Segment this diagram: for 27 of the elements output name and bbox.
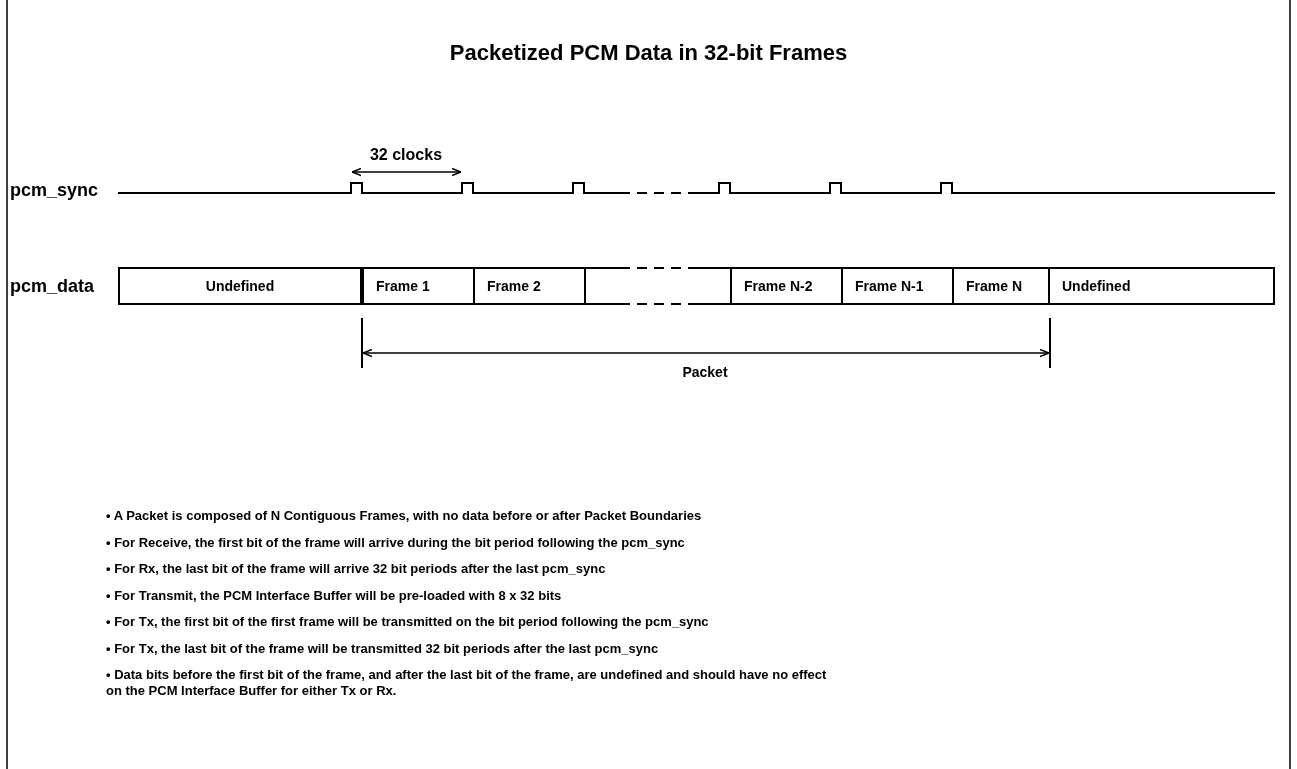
signal-name: pcm_sync xyxy=(10,180,99,201)
segment-label: Frame 1 xyxy=(376,278,430,294)
segment-label: Undefined xyxy=(205,278,275,294)
note-text: • For Tx, the first bit of the first frame will be transmitted on the bit period following the pcm_sync xyxy=(106,614,710,630)
note-text: • For Tx, the last bit of the frame will be transmitted 32 bit periods after the last pcm_sync xyxy=(106,640,660,657)
frame-segment xyxy=(952,267,1050,305)
note-text: • For Receive, the first bit of the frame will arrive during the bit period following the pcm_sync xyxy=(106,534,686,551)
note-text: • Data bits before the first bit of the frame, and after the last bit of the frame, are undefined and should have no effect on the PCM Interface Buffer for either Tx or Rx. xyxy=(106,667,828,699)
dimension-label: Packet xyxy=(681,364,729,380)
segment-label: Frame N-1 xyxy=(855,278,924,294)
diagram-title: Packetized PCM Data in 32-bit Frames xyxy=(448,40,849,66)
frame-segment xyxy=(730,267,843,305)
frame-segment xyxy=(473,267,586,305)
segment-label: Frame N xyxy=(966,278,1023,294)
note-text: • A Packet is composed of N Contiguous Frames, with no data before or after Packet Boundaries xyxy=(106,508,703,524)
segment-label: Frame 2 xyxy=(487,278,541,294)
frame-segment xyxy=(1048,267,1275,305)
frame-segment xyxy=(118,267,362,305)
dimension-label: 32 clocks xyxy=(368,146,444,164)
frame-segment xyxy=(362,267,475,305)
note-text: • For Transmit, the PCM Interface Buffer will be pre-loaded with 8 x 32 bits xyxy=(106,587,563,604)
segment-label: Frame N-2 xyxy=(744,278,813,294)
signal-name: pcm_data xyxy=(10,276,95,297)
note-text: • For Rx, the last bit of the frame will arrive 32 bit periods after the last pcm_sync xyxy=(106,561,607,577)
segment-label: Undefined xyxy=(1062,278,1131,294)
frame-segment xyxy=(841,267,954,305)
frame-segment xyxy=(584,267,732,305)
